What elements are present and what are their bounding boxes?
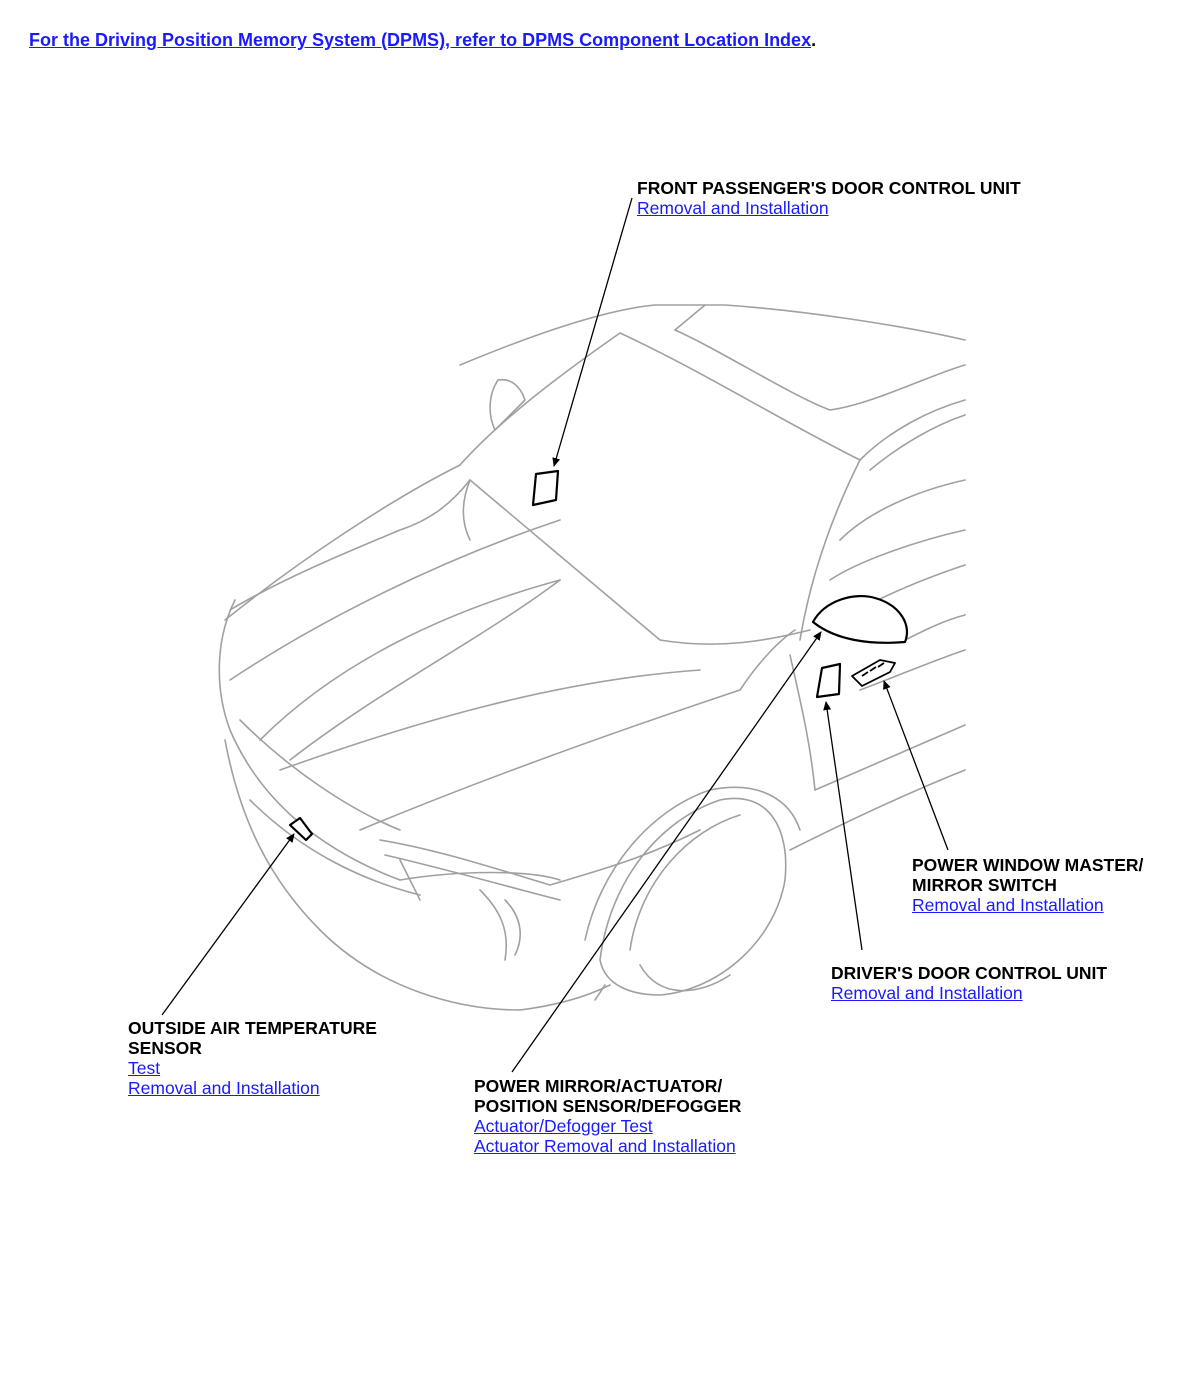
callout-title-line2: SENSOR <box>128 1038 202 1058</box>
leader-driver-door-unit <box>823 701 863 951</box>
callout-title: DRIVER'S DOOR CONTROL UNIT <box>831 963 1108 983</box>
dpms-reference-note: For the Driving Position Memory System (… <box>29 29 816 51</box>
callout-power-window-master-switch: POWER WINDOW MASTER/ MIRROR SWITCH Remov… <box>912 855 1143 915</box>
callout-title: FRONT PASSENGER'S DOOR CONTROL UNIT <box>637 178 1021 198</box>
power-window-switch-shape <box>851 659 896 687</box>
test-link[interactable]: Test <box>128 1058 161 1078</box>
removal-installation-link[interactable]: Removal and Installation <box>912 895 1104 915</box>
leader-power-mirror <box>511 631 822 1073</box>
note-period: . <box>811 30 817 50</box>
leader-front-passenger-door-unit <box>552 197 633 467</box>
power-mirror-shape <box>811 594 909 644</box>
callout-front-passenger-door-unit: FRONT PASSENGER'S DOOR CONTROL UNIT Remo… <box>637 178 1021 218</box>
actuator-removal-installation-link[interactable]: Actuator Removal and Installation <box>474 1136 736 1156</box>
leader-lines <box>161 197 949 1073</box>
removal-installation-link[interactable]: Removal and Installation <box>831 983 1023 1003</box>
leader-power-window-switch <box>883 680 949 851</box>
callout-driver-door-unit: DRIVER'S DOOR CONTROL UNIT Removal and I… <box>831 963 1107 1003</box>
dpms-index-link[interactable]: For the Driving Position Memory System (… <box>29 30 812 50</box>
callout-title-line1: POWER MIRROR/ACTUATOR/ <box>474 1076 723 1096</box>
leader-outside-air-temp-sensor <box>161 833 295 1016</box>
callout-title-line1: POWER WINDOW MASTER/ <box>912 855 1144 875</box>
callout-outside-air-temp-sensor: OUTSIDE AIR TEMPERATURE SENSOR Test Remo… <box>128 1018 377 1098</box>
outside-air-temp-sensor-shape <box>288 816 314 842</box>
callout-title-line2: MIRROR SWITCH <box>912 875 1057 895</box>
front-passenger-door-unit-shape <box>531 469 560 507</box>
actuator-defogger-test-link[interactable]: Actuator/Defogger Test <box>474 1116 653 1136</box>
callout-title-line2: POSITION SENSOR/DEFOGGER <box>474 1096 742 1116</box>
removal-installation-link[interactable]: Removal and Installation <box>128 1078 320 1098</box>
driver-door-unit-shape <box>815 662 842 699</box>
callout-title-line1: OUTSIDE AIR TEMPERATURE <box>128 1018 377 1038</box>
callout-power-mirror: POWER MIRROR/ACTUATOR/ POSITION SENSOR/D… <box>474 1076 741 1156</box>
removal-installation-link[interactable]: Removal and Installation <box>637 198 829 218</box>
car-outline <box>218 304 966 1011</box>
